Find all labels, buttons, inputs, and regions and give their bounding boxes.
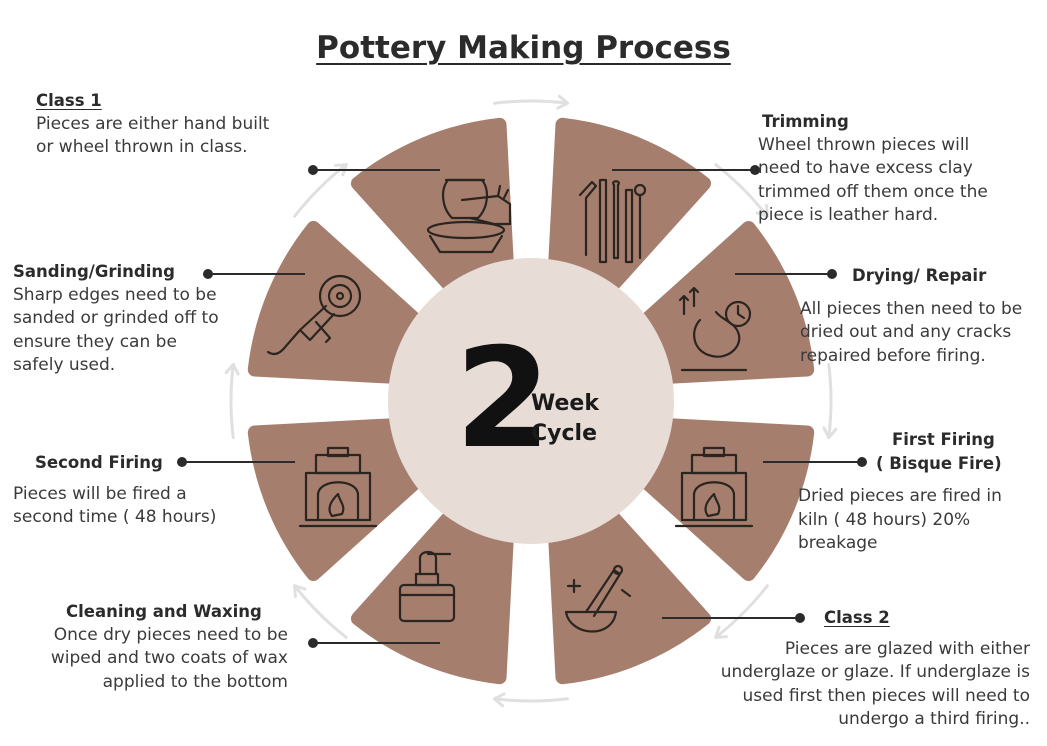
leader-dot-sanding [203,269,213,279]
step-waxing: Cleaning and Waxing Once dry pieces need… [18,600,288,694]
step-sanding-heading: Sanding/Grinding [13,262,175,281]
arrowhead-second-firing [224,362,240,376]
cycle-arrows [224,94,838,708]
cycle-number: 2 [455,318,552,479]
arrowhead-class2 [492,692,506,708]
leader-dot-class2 [795,613,805,623]
leader-dot-trimming [750,165,760,175]
arrowhead-first-firing [714,625,728,639]
arrowhead-waxing [293,584,307,598]
arrowhead-drying [822,426,838,440]
step-class1-desc: Pieces are either hand built or wheel th… [36,113,270,158]
step-trimming: Trimming Wheel thrown pieces will need t… [758,110,1038,228]
arrowhead-sanding [334,163,348,177]
cycle-arrow-trimming [714,163,769,218]
step-second-firing-heading: Second Firing [35,453,163,472]
arrowhead-trimming [755,204,769,218]
step-trimming-desc: Wheel thrown pieces will need to have ex… [758,134,988,226]
leader-dot-drying [827,269,837,279]
cycle-label: Week Cycle [531,389,599,449]
cycle-label-line1: Week [531,391,599,416]
step-first-firing-desc: Dried pieces are fired in kiln ( 48 hour… [798,486,1002,553]
step-class2: Class 2 Pieces are glazed with either un… [688,606,1030,732]
step-drying: Drying/ Repair All pieces then need to b… [800,264,1040,368]
step-second-firing: Second Firing Pieces will be fired a sec… [13,451,216,530]
kiln-icon [674,446,754,528]
cycle-label-line2: Cycle [531,421,597,446]
cycle-arrow-sanding [293,163,348,218]
step-trimming-heading: Trimming [762,112,849,131]
center-circle [388,258,674,544]
step-first-firing: First Firing ( Bisque Fire) Dried pieces… [798,428,1038,556]
leader-dot-class1 [308,165,318,175]
leader-dot-waxing [308,638,318,648]
page-title: Pottery Making Process [316,30,731,66]
leader-lines [177,165,867,648]
step-class2-heading: Class 2 [824,608,890,627]
cycle-arrow-class1 [492,99,570,105]
cycle-arrow-class2 [492,697,570,703]
cycle-arrow-drying [827,362,833,440]
step-waxing-desc: Once dry pieces need to be wiped and two… [50,624,288,692]
step-sanding: Sanding/Grinding Sharp edges need to be … [13,260,219,378]
step-first-firing-heading2: ( Bisque Fire) [876,453,1002,473]
step-drying-heading: Drying/ Repair [852,266,987,285]
step-first-firing-heading1: First Firing [892,430,995,449]
cycle-arrow-first-firing [714,584,769,639]
cycle-arrow-second-firing [229,362,235,440]
step-class2-desc: Pieces are glazed with either underglaze… [720,638,1030,730]
wheel-throwing-icon [426,178,512,254]
leader-dot-second-firing [177,457,187,467]
drying-clock-icon [678,286,752,372]
trimming-tools-icon [578,178,647,264]
kiln-icon-second [298,446,378,528]
step-sanding-desc: Sharp edges need to be sanded or grinded… [13,284,219,376]
step-drying-desc: All pieces then need to be dried out and… [800,298,1023,366]
grinder-icon [266,274,362,356]
step-second-firing-desc: Pieces will be fired a second time ( 48 … [13,483,217,528]
leader-dot-first-firing [857,457,867,467]
glazing-bowl-icon [564,564,632,633]
step-waxing-heading: Cleaning and Waxing [66,602,262,621]
step-class1-heading: Class 1 [36,91,102,110]
cycle-arrow-waxing [293,584,348,639]
arrowhead-class1 [556,94,570,110]
wax-pot-icon [398,550,456,623]
step-class1: Class 1 Pieces are either hand built or … [36,89,269,160]
